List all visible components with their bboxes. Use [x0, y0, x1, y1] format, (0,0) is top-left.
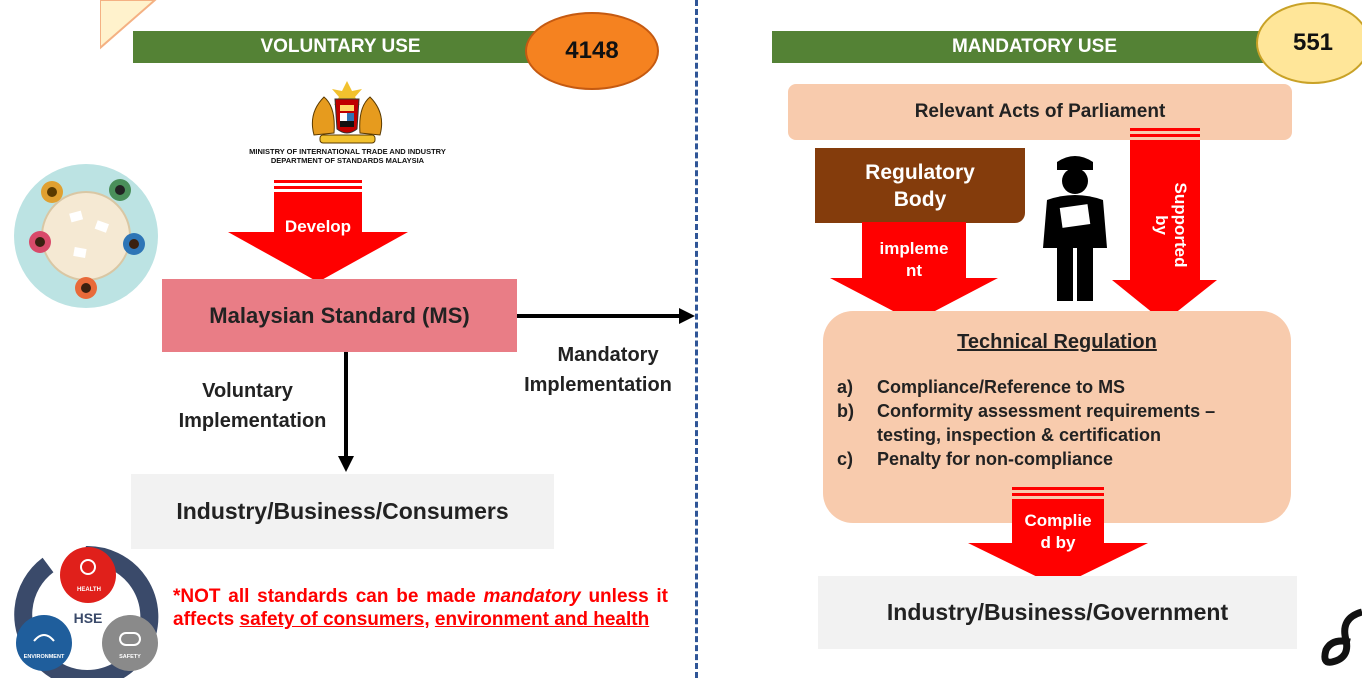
industry-government-box: Industry/Business/Government [818, 576, 1297, 649]
regulatory-line-2: Body [893, 187, 947, 211]
develop-arrow [228, 180, 408, 282]
industry-consumers-box: Industry/Business/Consumers [131, 474, 554, 549]
technical-regulation-title: Technical Regulation [957, 331, 1157, 353]
complied-by-arrow [968, 487, 1148, 587]
mandatory-note: *NOT all standards can be made mandatory… [173, 585, 668, 631]
brand-logo-mark [1321, 608, 1362, 666]
mandatory-connector-arrow [517, 308, 695, 324]
voluntary-impl-line-1: Voluntary [202, 380, 293, 402]
implement-label: impleme nt [866, 238, 962, 282]
ministry-caption: MINISTRY OF INTERNATIONAL TRADE AND INDU… [220, 147, 475, 165]
note-prefix: *NOT all standards can be made [173, 586, 484, 607]
voluntary-count-badge: 4148 [525, 12, 659, 90]
list-item: c)Penalty for non-compliance [837, 449, 1114, 469]
complied-by-label: Complie d by [1010, 510, 1106, 554]
regulatory-body-box: Regulatory Body [815, 148, 1025, 223]
implement-line-2: nt [905, 261, 923, 280]
mandatory-count: 551 [1292, 29, 1334, 56]
coat-of-arms-logo [311, 81, 383, 144]
supported-by-arrow [1112, 128, 1217, 322]
hse-graphic [14, 545, 159, 678]
implement-line-1: impleme [879, 239, 949, 258]
complied-line-1: Complie [1024, 511, 1092, 530]
implement-arrow [830, 222, 998, 322]
supported-by-label: Supported by [1144, 150, 1190, 300]
develop-label: Develop [284, 217, 352, 236]
voluntary-implementation-label: Voluntary Implementation [160, 376, 345, 436]
voluntary-connector-arrow [338, 352, 354, 472]
hse-health-label: HEALTH [77, 587, 101, 593]
voluntary-use-banner: VOLUNTARY USE [133, 31, 548, 63]
hse-environment-label: ENVIRONMENT [23, 654, 65, 660]
acts-of-parliament-box: Relevant Acts of Parliament [788, 84, 1292, 140]
meeting-illustration [14, 164, 158, 308]
malaysian-standard-label: Malaysian Standard (MS) [209, 302, 470, 328]
list-item: b)Conformity assessment requirements – [837, 401, 1216, 421]
complied-line-2: d by [1040, 533, 1076, 552]
mandatory-implementation-label: Mandatory Implementation [508, 340, 688, 400]
mandatory-use-title: MANDATORY USE [951, 36, 1118, 57]
mandatory-impl-line-1: Mandatory [557, 344, 659, 366]
mandatory-impl-line-2: Implementation [524, 374, 672, 396]
note-mid: unless it affects [173, 586, 669, 630]
ministry-line-2: DEPARTMENT OF STANDARDS MALAYSIA [270, 156, 425, 165]
list-item: a)Compliance/Reference to MS [837, 377, 1126, 397]
industry-consumers-label: Industry/Business/Consumers [176, 498, 509, 524]
supported-line-2: by [1152, 215, 1171, 235]
supported-line-1: Supported [1171, 182, 1190, 268]
note-italic: mandatory [483, 586, 581, 607]
officer-icon [1043, 156, 1107, 301]
mandatory-use-banner: MANDATORY USE [772, 31, 1297, 63]
voluntary-use-title: VOLUNTARY USE [260, 36, 421, 57]
note-underline-2: environment and health [434, 609, 650, 630]
center-divider [695, 0, 698, 678]
list-item: testing, inspection & certification [877, 425, 1162, 445]
regulatory-line-1: Regulatory [865, 160, 975, 184]
technical-regulation-list: a)Compliance/Reference to MS b)Conformit… [837, 375, 1215, 471]
voluntary-count: 4148 [565, 37, 619, 64]
corner-decoration [100, 0, 157, 50]
malaysian-standard-box: Malaysian Standard (MS) [162, 279, 517, 352]
mandatory-count-badge: 551 [1256, 2, 1362, 84]
hse-center-label: HSE [73, 610, 103, 626]
hse-safety-label: SAFETY [119, 654, 141, 660]
acts-of-parliament-label: Relevant Acts of Parliament [914, 101, 1166, 122]
note-underline-1: safety of consumers, [239, 609, 430, 630]
ministry-line-1: MINISTRY OF INTERNATIONAL TRADE AND INDU… [249, 147, 446, 156]
voluntary-impl-line-2: Implementation [178, 410, 327, 432]
industry-government-label: Industry/Business/Government [886, 599, 1229, 625]
